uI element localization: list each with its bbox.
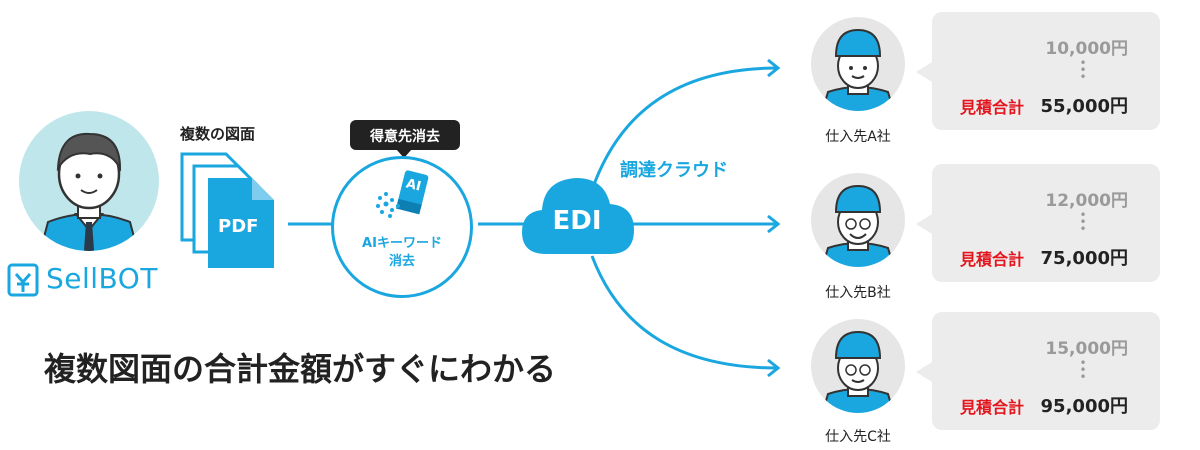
supplier-c-quote: 15,000円 ••• 見積合計 95,000円 [916, 312, 1160, 430]
supplier-a-avatar [811, 17, 905, 111]
supplier-a-total-label: 見積合計 [960, 98, 1025, 117]
supplier-b-avatar [811, 173, 905, 267]
arrow-head-b [767, 214, 781, 234]
brand-logo-icon [6, 262, 40, 298]
connector-cloud-c [590, 255, 779, 370]
user-avatar [19, 111, 159, 251]
supplier-b-price: 12,000円 [1045, 191, 1128, 211]
supplier-b-quote: 12,000円 ••• 見積合計 75,000円 [916, 164, 1160, 282]
supplier-a-ellipsis: ••• [1079, 56, 1087, 84]
supplier-b-total-label: 見積合計 [960, 250, 1025, 269]
tooltip-box [350, 120, 460, 150]
supplier-c-price: 15,000円 [1045, 339, 1128, 359]
ai-label-line1: AIキーワード [362, 236, 442, 251]
connector-cloud-a [590, 66, 779, 191]
ai-eraser-icon [376, 170, 429, 218]
supplier-c-total-label: 見積合計 [960, 398, 1025, 417]
docs-label: 複数の図面 [180, 125, 256, 143]
supplier-b-ellipsis: ••• [1079, 208, 1087, 236]
tooltip-text: 得意先消去 [370, 129, 440, 145]
cloud-icon [522, 178, 634, 254]
ai-eraser-node [331, 156, 473, 298]
pdf-stack-icon [180, 152, 274, 268]
arrow-head-a [767, 58, 781, 78]
headline: 複数図面の合計金額がすぐにわかる [44, 350, 557, 388]
supplier-c-ellipsis: ••• [1079, 356, 1087, 384]
supplier-a-total: 55,000円 [1040, 96, 1128, 117]
ai-label-line2: 消去 [388, 254, 415, 269]
supplier-a-price: 10,000円 [1045, 39, 1128, 59]
supplier-c-name: 仕入先C社 [825, 429, 891, 445]
supplier-c-avatar [811, 319, 905, 413]
supplier-b-name: 仕入先B社 [825, 285, 891, 301]
pdf-label: PDF [218, 216, 259, 237]
supplier-c-total: 95,000円 [1040, 396, 1128, 417]
supplier-a-name: 仕入先A社 [825, 129, 891, 145]
supplier-a-quote: 10,000円 ••• 見積合計 55,000円 [916, 12, 1160, 130]
cloud-label: EDI [552, 206, 602, 236]
brand-name: SellBOT [46, 262, 158, 295]
cloud-caption: 調達クラウド [620, 160, 728, 181]
arrow-head-c [767, 358, 781, 378]
supplier-b-total: 75,000円 [1040, 248, 1128, 269]
tooltip-pointer [396, 149, 412, 158]
